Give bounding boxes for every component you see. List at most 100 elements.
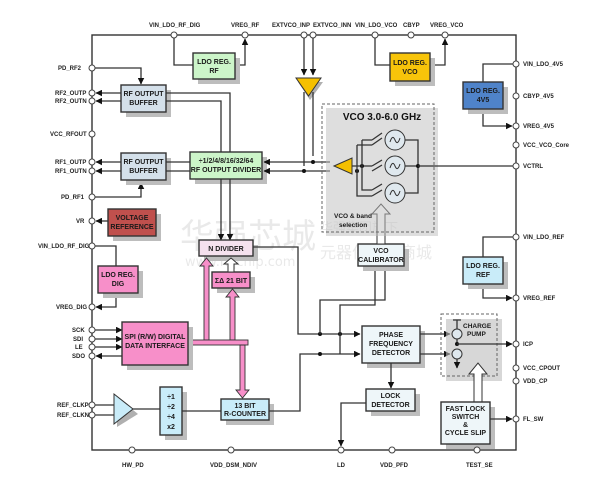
pin-vreg-dig[interactable] [88, 303, 96, 311]
current-sink-icon [451, 348, 463, 360]
pin-vcc-rfout[interactable] [88, 130, 96, 138]
pin-vdd-cp[interactable] [512, 377, 520, 385]
pin-rf2-outn[interactable] [88, 97, 96, 105]
pin-vin-ldo-vco[interactable] [371, 31, 379, 39]
pin-vin-ldo-rf-dig-left[interactable] [88, 242, 96, 250]
pin-sdi[interactable] [88, 335, 96, 343]
pin-pd-rf1[interactable] [88, 193, 96, 201]
pin-vreg-rf[interactable] [241, 31, 249, 39]
pin-rf1-outn[interactable] [88, 167, 96, 175]
block-label: CHARGE [463, 323, 492, 330]
current-source-icon [451, 328, 463, 340]
pin-label: LD [337, 463, 346, 469]
block-label: DIG [112, 281, 125, 288]
pin-label: VCC_RFOUT [50, 132, 87, 138]
block-label: RF [209, 68, 219, 75]
vco-band-label: VCO & band [334, 213, 372, 220]
pin-pd-rf2[interactable] [88, 64, 96, 72]
block-label: & [463, 422, 468, 429]
ref-div-option: ÷2 [167, 404, 175, 411]
pin-vdd-dsm-ndiv[interactable] [227, 446, 235, 454]
rf-output-divider-block [189, 151, 263, 180]
pin-ref-clkp[interactable] [88, 401, 96, 409]
pin-hw-pd[interactable] [128, 446, 136, 454]
pin-label: RF1_OUTN [55, 169, 87, 175]
vco-band-label: selection [339, 222, 367, 229]
pin-vcc-vco-core[interactable] [512, 141, 520, 149]
pin-label: SDO [72, 354, 85, 360]
pin-label: CBYP [403, 23, 420, 29]
pin-sck[interactable] [88, 326, 96, 334]
pin-extvco-inp[interactable] [300, 31, 308, 39]
pin-vin-ldo-ref[interactable] [512, 233, 520, 241]
pin-cbyp-4v5[interactable] [512, 92, 520, 100]
block-label: PHASE [379, 332, 403, 339]
pin-label: FL_SW [523, 417, 544, 423]
pin-label: VDD_CP [523, 379, 547, 385]
pin-extvco-inn[interactable] [309, 31, 317, 39]
block-label: LDO REG. [466, 88, 500, 95]
pin-rf1-outp[interactable] [88, 158, 96, 166]
block-label: ÷1/2/4/8/16/32/64 [199, 158, 254, 165]
pin-label: VIN_LDO_4V5 [523, 62, 564, 68]
ref-div-option: ÷1 [167, 394, 175, 401]
pin-cbyp[interactable] [407, 31, 415, 39]
pin-vreg-vco[interactable] [441, 31, 449, 39]
block-label: PUMP [467, 331, 486, 338]
pin-label: EXTVCO_INP [272, 23, 310, 29]
pin-ld[interactable] [337, 446, 345, 454]
pin-label: RF1_OUTP [55, 160, 86, 166]
block-label: FREQUENCY [369, 341, 413, 348]
spi-interface-block [121, 321, 189, 366]
r-counter-block [220, 398, 270, 421]
pin-vr[interactable] [88, 217, 96, 225]
pin-ref-clkn[interactable] [88, 411, 96, 419]
rf-output-buffer-1 [120, 152, 167, 181]
top-pins: VIN_LDO_RF_DIG VREG_RF EXTVCO_INP EXTVCO… [149, 23, 464, 39]
lock-detector-block [365, 388, 416, 412]
ldo-reg-4v5-block [462, 81, 504, 110]
pin-test-se[interactable] [473, 446, 481, 454]
pin-label: VIN_LDO_VCO [355, 23, 398, 29]
pin-vin-ldo-rf-dig-top[interactable] [170, 31, 178, 39]
pin-label: VDD_PFD [380, 463, 409, 469]
pin-vreg-ref[interactable] [512, 294, 520, 302]
pin-label: VDD_DSM_NDIV [210, 463, 257, 469]
pin-sdo[interactable] [88, 352, 96, 360]
block-label: LOCK [381, 393, 401, 400]
pin-vin-ldo-4v5[interactable] [512, 60, 520, 68]
pin-vcc-cpout[interactable] [512, 364, 520, 372]
pin-rf2-outp[interactable] [88, 89, 96, 97]
pin-vreg-4v5[interactable] [512, 122, 520, 130]
pin-label: VIN_LDO_RF_DIG [38, 244, 90, 250]
block-label: N DIVIDER [208, 246, 243, 253]
pin-label: VREG_RF [231, 23, 260, 29]
block-label: LDO REG. [466, 263, 500, 270]
block-label: REF [476, 272, 491, 279]
block-label: REFERENCE [110, 224, 154, 231]
block-label: LDO REG. [197, 59, 231, 66]
block-label: FAST LOCK [446, 406, 486, 413]
pin-label: HW_PD [122, 463, 144, 469]
pin-label: RF2_OUTP [55, 91, 86, 97]
pin-fl-sw[interactable] [512, 415, 520, 423]
pin-label: REF_CLKP [57, 403, 89, 409]
pin-vctrl[interactable] [512, 162, 520, 170]
vco-core-group [321, 103, 435, 233]
ref-div-option: x2 [167, 424, 175, 431]
block-label: VCO [402, 69, 418, 76]
block-label: LDO REG. [101, 272, 135, 279]
block-label: BUFFER [129, 168, 157, 175]
block-label: VCO [373, 248, 389, 255]
block-label: CALIBRATOR [358, 257, 404, 264]
pin-vdd-pfd[interactable] [388, 446, 396, 454]
pin-le[interactable] [88, 343, 96, 351]
extvco-buffer-amp [295, 77, 322, 97]
pin-label: VREG_VCO [430, 23, 464, 29]
pin-label: SCK [72, 328, 85, 334]
pin-label: PD_RF2 [58, 66, 82, 72]
block-label: DETECTOR [371, 402, 409, 409]
pin-label: PD_RF1 [61, 195, 85, 201]
pin-label: VR [76, 219, 85, 225]
pin-icp[interactable] [512, 340, 520, 348]
